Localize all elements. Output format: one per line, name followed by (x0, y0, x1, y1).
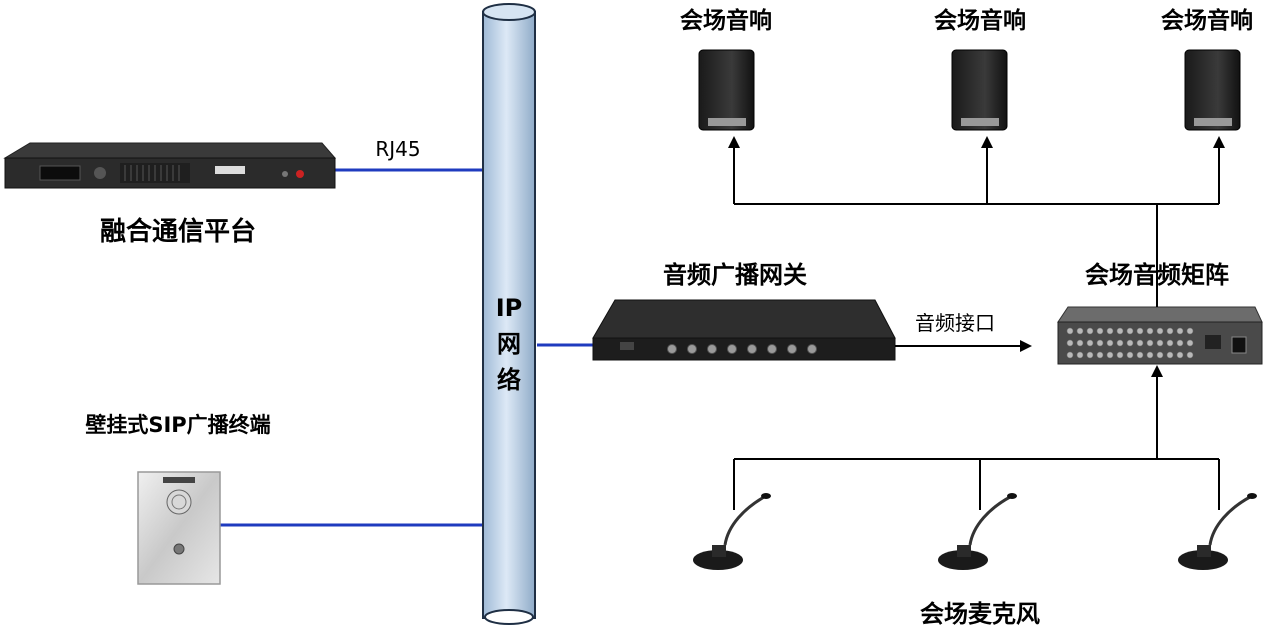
speaker-label-3: 会场音响 (1161, 7, 1253, 34)
ip-label-wang: 网 (497, 330, 521, 358)
gooseneck-mic-icon (1178, 493, 1257, 570)
gateway-device-icon (592, 299, 896, 361)
terminal-label: 壁挂式SIP广播终端 (85, 413, 270, 437)
speaker-icon (951, 49, 1008, 131)
audio-matrix-icon (1057, 306, 1263, 365)
ip-label: IP (496, 294, 523, 322)
gateway-label: 音频广播网关 (663, 261, 807, 289)
microphones-label: 会场麦克风 (920, 600, 1040, 628)
speaker-icon (1184, 49, 1241, 131)
ip-network-pipe: IP 网 络 (482, 3, 536, 625)
rack-server-icon (3, 142, 337, 189)
speaker-icon (698, 49, 755, 131)
wall-terminal-icon (137, 471, 221, 585)
speaker-label-1: 会场音响 (680, 7, 772, 34)
audio-interface-label: 音频接口 (915, 311, 995, 335)
ip-label-luo: 络 (497, 366, 521, 394)
speaker-label-2: 会场音响 (934, 7, 1026, 34)
platform-label: 融合通信平台 (100, 216, 256, 247)
gooseneck-mic-icon (938, 493, 1017, 570)
gooseneck-mic-icon (693, 493, 771, 570)
rj45-label: RJ45 (375, 137, 420, 161)
